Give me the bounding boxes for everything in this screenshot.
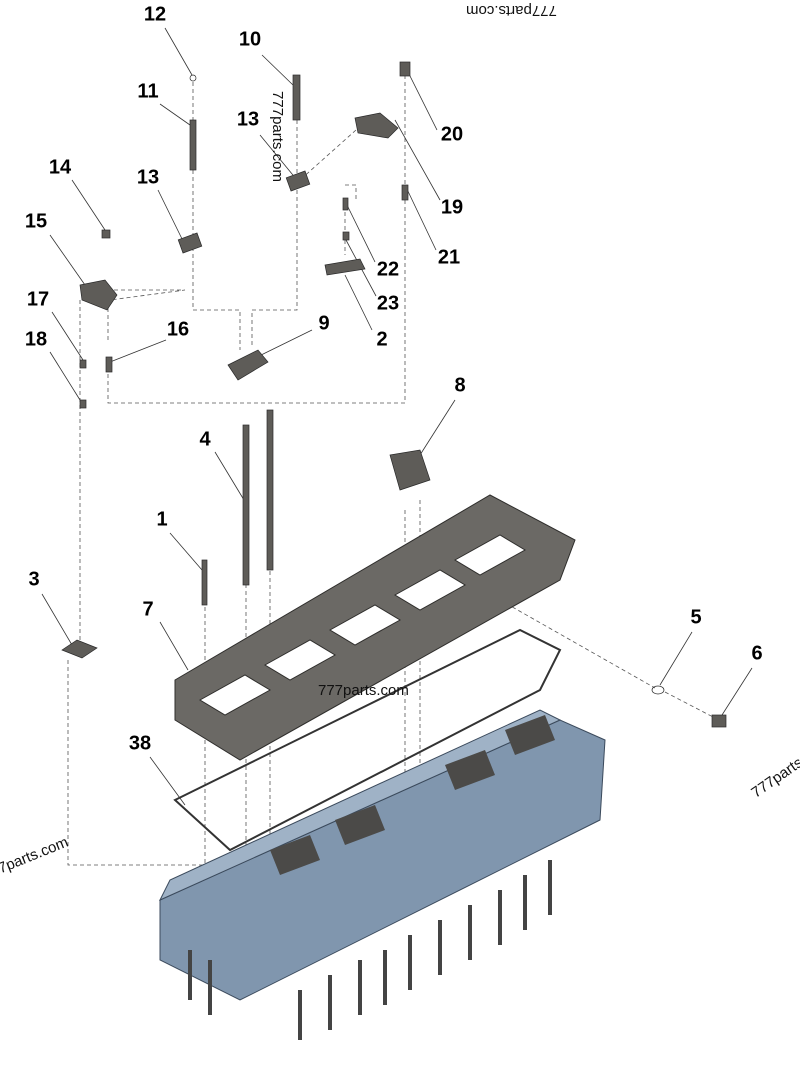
callout-13-lower: 13 <box>136 166 160 189</box>
callout-5: 5 <box>690 606 702 629</box>
watermark: 777parts.com <box>466 2 557 19</box>
cylinder-head <box>158 709 606 1040</box>
callout-3: 3 <box>28 568 40 591</box>
callout-10: 10 <box>238 28 262 51</box>
callout-4: 4 <box>199 428 211 451</box>
callout-18: 18 <box>24 328 48 351</box>
callout-8: 8 <box>454 374 466 397</box>
callout-17: 17 <box>26 288 50 311</box>
watermark: 777parts.com <box>318 682 409 699</box>
callout-12: 12 <box>143 3 167 26</box>
watermark: 777parts.com <box>268 91 286 182</box>
callout-16: 16 <box>166 318 190 341</box>
callout-11: 11 <box>137 80 159 103</box>
callout-7: 7 <box>142 598 154 621</box>
callout-20: 20 <box>440 123 464 146</box>
gasket <box>173 628 562 852</box>
callout-6: 6 <box>751 642 763 665</box>
callout-14: 14 <box>48 156 72 179</box>
callout-22: 22 <box>376 258 400 281</box>
callout-38: 38 <box>128 732 152 755</box>
rocker-housing <box>174 494 576 761</box>
callout-15: 15 <box>24 210 48 233</box>
small-parts <box>61 61 727 728</box>
callout-9: 9 <box>318 312 330 335</box>
callout-23: 23 <box>376 292 400 315</box>
callout-19: 19 <box>440 196 464 219</box>
callout-1: 1 <box>156 508 168 531</box>
callout-2: 2 <box>376 328 388 351</box>
callout-21: 21 <box>437 246 461 269</box>
callout-13-upper: 13 <box>236 108 260 131</box>
